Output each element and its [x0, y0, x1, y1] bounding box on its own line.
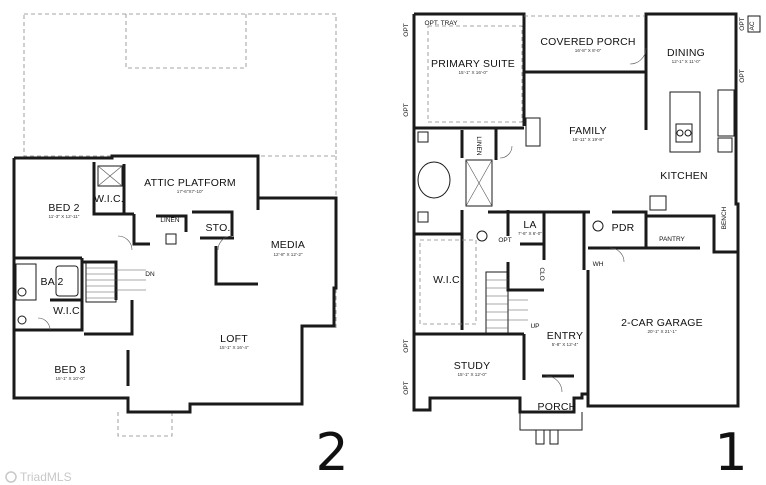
watermark-text: TriadMLS — [20, 470, 72, 484]
floor-1-number: 1 — [714, 423, 747, 483]
room-loft-dims: 15'-1" X 16'-4" — [219, 345, 248, 350]
opt-note-6: OPT — [739, 69, 746, 82]
room-bath2-label: BA 2 — [41, 276, 64, 288]
opt-note-3: OPT — [403, 339, 410, 352]
room-bed3-dims: 15'-1" X 10'-0" — [55, 376, 84, 381]
second-floor-plan: ATTIC PLATFORM 17'-6"X7'-10" BED 2 11'-3… — [12, 13, 349, 483]
room-dining-dims: 12'-1" X 11'-0" — [672, 59, 701, 64]
room-bed2-dims: 11'-3" X 12'-11" — [49, 214, 80, 219]
room-water-heater-label: WH — [593, 261, 604, 268]
room-wic-1-label: W.I.C. — [433, 274, 463, 286]
room-storage-label: STO. — [205, 222, 230, 234]
ac-unit-label: AC — [749, 21, 756, 30]
floor-2-number: 2 — [315, 423, 348, 483]
room-bed3-label: BED 3 — [54, 364, 85, 376]
room-wic-2b-label: W.I.C. — [53, 305, 83, 317]
room-garage-label: 2-CAR GARAGE — [621, 317, 703, 329]
opt-note-1: OPT — [403, 23, 410, 36]
room-family-label: FAMILY — [569, 125, 607, 137]
room-dining-label: DINING — [667, 47, 705, 59]
room-closet-label: CLO — [538, 267, 545, 280]
room-bed2-label: BED 2 — [48, 202, 79, 214]
room-opt-tray-label: OPT. TRAY — [425, 20, 459, 27]
room-linen-2-label: LINEN — [160, 217, 179, 224]
room-opt-laundry-label: OPT — [498, 237, 511, 244]
opt-note-4: OPT — [403, 381, 410, 394]
room-loft-label: LOFT — [220, 333, 248, 345]
first-floor-plan: OPT. TRAY PRIMARY SUITE 15'-1" X 16'-0" … — [403, 12, 761, 483]
room-entry-dims: 5'-8" X 12'-4" — [552, 342, 579, 347]
room-primary-suite-dims: 15'-1" X 16'-0" — [458, 70, 487, 75]
room-study-dims: 15'-1" X 12'-0" — [457, 372, 486, 377]
room-laundry-label: LA — [523, 219, 536, 231]
room-wic-2a-label: W.I.C. — [94, 193, 124, 205]
room-front-porch-label: PORCH — [538, 401, 577, 413]
room-covered-porch-dims: 16'-8" X 8'-0" — [575, 48, 602, 53]
room-family-dims: 16'-11" X 19'-8" — [572, 137, 604, 142]
room-primary-suite-label: PRIMARY SUITE — [431, 58, 515, 70]
stairs-down-label: DN — [145, 271, 155, 278]
opt-note-5: OPT — [739, 17, 746, 30]
room-media-label: MEDIA — [271, 239, 305, 251]
room-study-label: STUDY — [454, 360, 491, 372]
room-laundry-dims: 7'-6" X 6'-0" — [518, 231, 542, 236]
room-pantry-label: PANTRY — [659, 236, 685, 243]
room-bench-label: BENCH — [721, 206, 728, 229]
room-linen-1-label: LINEN — [475, 136, 482, 155]
watermark-logo-icon — [5, 471, 17, 483]
room-kitchen-label: KITCHEN — [660, 170, 708, 182]
room-attic-platform-dims: 17'-6"X7'-10" — [177, 189, 204, 194]
room-garage-dims: 20'-1" X 21'-1" — [647, 329, 676, 334]
opt-note-2: OPT — [403, 103, 410, 116]
room-powder-label: PDR — [612, 222, 635, 234]
room-media-dims: 12'-8" X 12'-2" — [273, 252, 302, 257]
stairs-floor2 — [85, 261, 146, 303]
stairs-up-label: UP — [530, 323, 539, 330]
room-entry-label: ENTRY — [547, 330, 583, 342]
stairs-floor1 — [485, 271, 528, 335]
watermark: TriadMLS — [5, 470, 72, 484]
room-attic-platform-label: ATTIC PLATFORM — [144, 177, 236, 189]
room-covered-porch-label: COVERED PORCH — [540, 36, 635, 48]
